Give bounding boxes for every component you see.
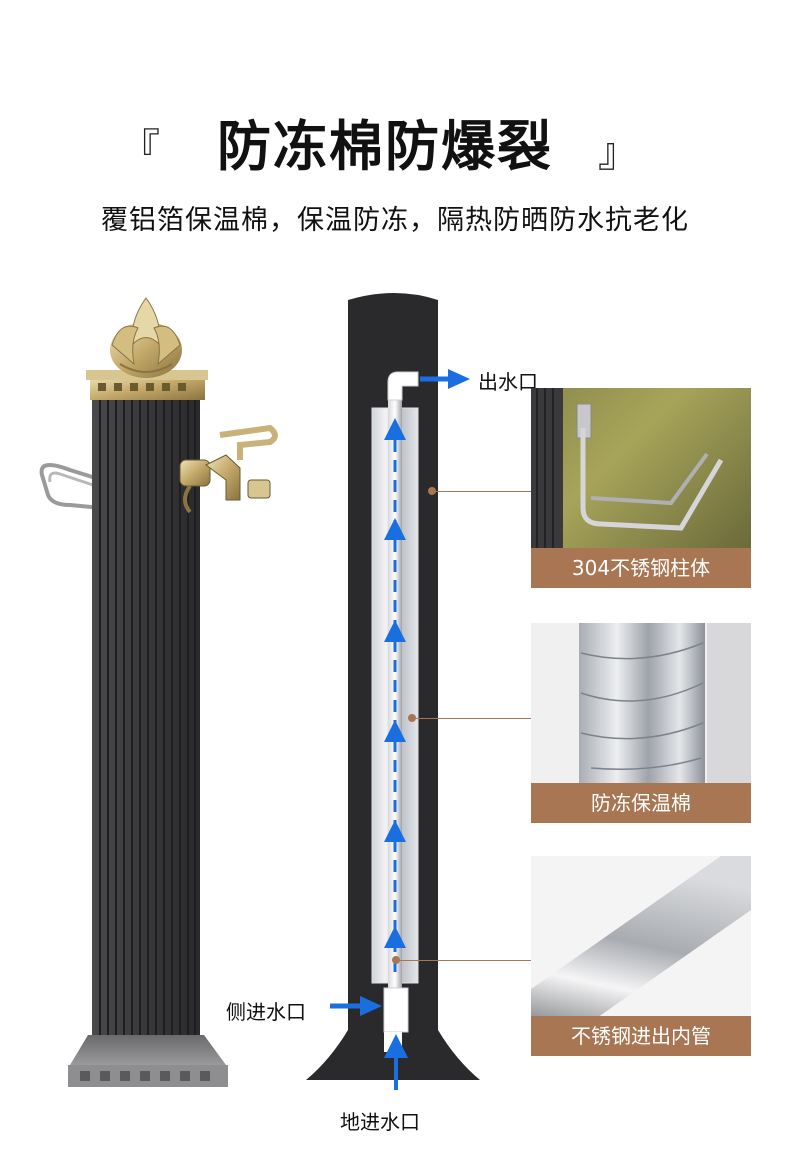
outlet-label: 出水口 bbox=[478, 370, 538, 394]
feature-card-column: 304不锈钢柱体 bbox=[531, 388, 751, 588]
leader-line-pipe bbox=[398, 960, 531, 961]
feature-card-insulation: 防冻保温棉 bbox=[531, 623, 751, 823]
title-bracket-left: 『 bbox=[120, 126, 160, 172]
page-title: 『 防冻棉防爆裂 』 bbox=[0, 98, 790, 178]
product-illustration bbox=[30, 290, 290, 1100]
card-caption-column: 304不锈钢柱体 bbox=[531, 548, 751, 588]
card-caption-pipe: 不锈钢进出内管 bbox=[531, 1016, 751, 1056]
leader-dot-pipe bbox=[392, 956, 400, 964]
pipe-photo bbox=[531, 856, 751, 1036]
card-caption-insulation: 防冻保温棉 bbox=[531, 783, 751, 823]
ground-inlet-label: 地进水口 bbox=[340, 1110, 420, 1134]
leader-dot-insulation bbox=[408, 714, 416, 722]
title-bracket-right: 』 bbox=[598, 130, 638, 176]
faucet-icon bbox=[179, 424, 278, 514]
subtitle: 覆铝箔保温棉，保温防冻，隔热防晒防水抗老化 bbox=[101, 205, 689, 236]
title-text: 防冻棉防爆裂 bbox=[217, 114, 553, 178]
leader-line-insulation bbox=[414, 718, 531, 719]
feature-card-pipe: 不锈钢进出内管 bbox=[531, 856, 751, 1056]
column-photo bbox=[531, 388, 751, 548]
cross-section-diagram bbox=[300, 290, 500, 1100]
leader-line-column bbox=[434, 491, 531, 492]
insulation-photo bbox=[531, 623, 751, 783]
side-inlet-label: 侧进水口 bbox=[226, 1000, 306, 1024]
leader-dot-column bbox=[428, 487, 436, 495]
